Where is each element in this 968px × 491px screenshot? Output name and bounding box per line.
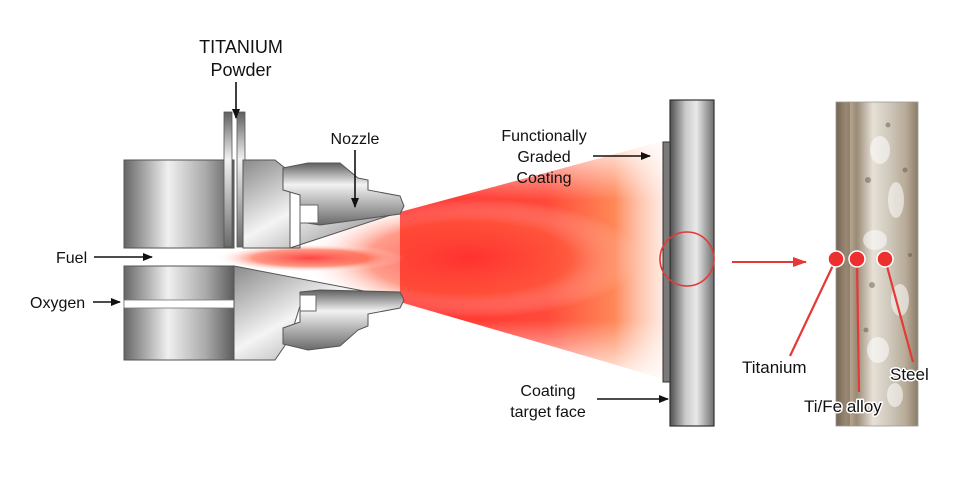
coating-layer: [662, 141, 671, 383]
spray-gun: [123, 111, 405, 361]
label-fgc-3: Coating: [516, 170, 571, 187]
upper-block: [123, 159, 235, 249]
material-markers: [789, 250, 915, 393]
label-mat-steel: Steel: [890, 365, 929, 384]
spray-plume: [215, 140, 668, 380]
label-target-2: target face: [510, 404, 586, 421]
label-fgc-2: Graded: [517, 149, 570, 166]
label-mat-tife: Ti/Fe alloy: [804, 397, 882, 416]
label-nozzle: Nozzle: [331, 131, 380, 148]
label-target-1: Coating: [520, 383, 575, 400]
target-plate: [659, 99, 715, 427]
marker-steel: [876, 250, 894, 268]
label-titanium: TITANIUM: [199, 37, 283, 57]
label-fuel: Fuel: [56, 250, 87, 267]
detail-circle: [659, 231, 715, 287]
marker-tife: [848, 250, 866, 268]
label-oxygen: Oxygen: [30, 295, 85, 312]
lower-block: [123, 265, 235, 361]
label-mat-titanium: Titanium: [742, 358, 807, 377]
micrograph-strip: [835, 101, 919, 427]
label-powder: Powder: [210, 60, 271, 80]
callout-arrows: [93, 82, 669, 403]
marker-titanium: [827, 250, 845, 268]
label-fgc-1: Functionally: [501, 128, 586, 145]
